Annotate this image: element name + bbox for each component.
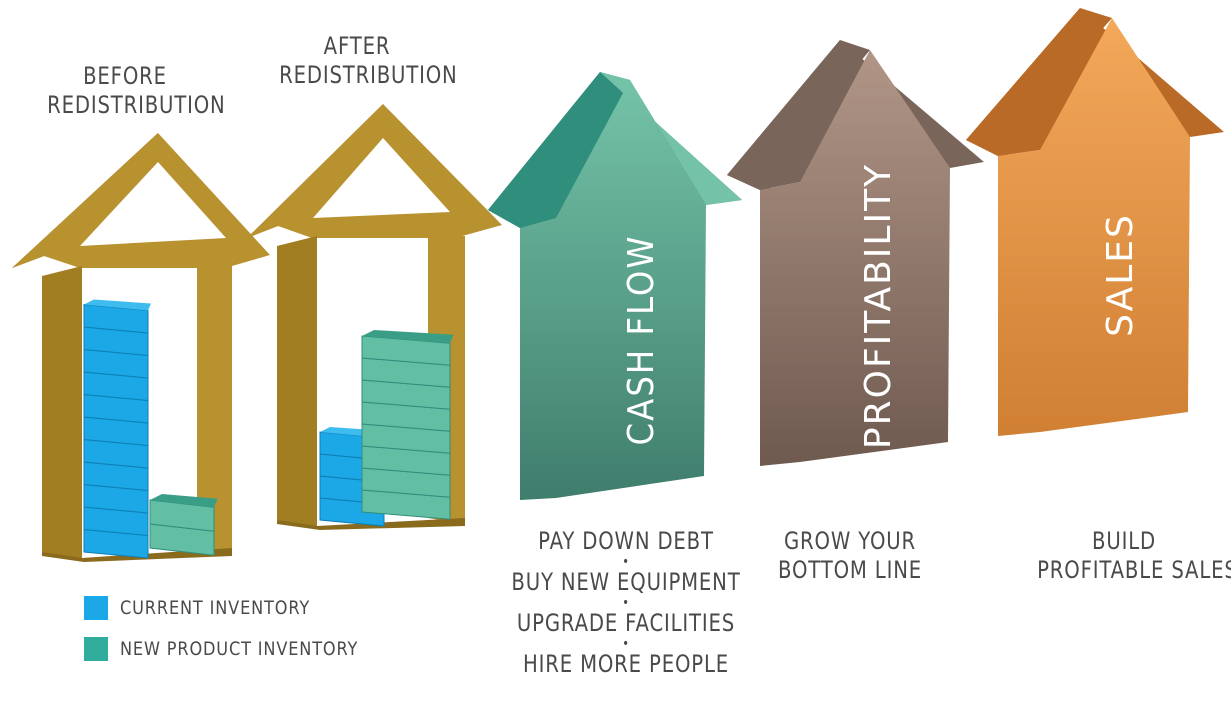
outcome-hire-more-people: HIRE MORE PEOPLE — [523, 650, 729, 678]
house-before-left-wall — [42, 266, 82, 560]
sales-arrow — [966, 8, 1224, 436]
legend-new-swatch — [84, 637, 108, 661]
house-after-new-stack — [361, 330, 454, 520]
outcome-bottom-line: BOTTOM LINE — [777, 556, 923, 584]
legend-new-label: NEW PRODUCT INVENTORY — [120, 638, 359, 660]
sales-label: SALES — [1100, 213, 1141, 337]
outcome-pay-down-debt: PAY DOWN DEBT — [538, 527, 714, 555]
house-after-title-line-1: AFTER — [323, 32, 391, 60]
cash-flow-arrow — [488, 72, 742, 500]
house-after-title-line-2: REDISTRIBUTION — [279, 61, 458, 89]
house-after-title: AFTER REDISTRIBUTION — [279, 32, 458, 90]
house-after — [247, 104, 502, 530]
legend-current-label: CURRENT INVENTORY — [120, 597, 311, 619]
outcome-buy-new-equipment: BUY NEW EQUIPMENT — [511, 568, 741, 596]
house-after-roof-hole — [313, 138, 450, 218]
house-before-new-stack — [149, 494, 218, 556]
new-inventory-block — [361, 330, 454, 366]
legend-current-swatch — [84, 596, 108, 620]
house-before-title-line-1: BEFORE — [83, 62, 167, 90]
house-before-right-wall — [197, 266, 232, 556]
house-after-left-wall — [277, 236, 317, 528]
profitability-arrow-face — [760, 50, 950, 466]
outcome-profitable-sales: PROFITABLE SALES — [1037, 556, 1231, 584]
bullet-dot: • — [622, 595, 630, 611]
cash-flow-arrow-head-top — [600, 72, 742, 205]
outcome-upgrade-facilities: UPGRADE FACILITIES — [516, 609, 736, 637]
sales-outcomes: BUILD PROFITABLE SALES — [1037, 527, 1231, 585]
bullet-dot: • — [622, 554, 630, 570]
legend-new-product-inventory: NEW PRODUCT INVENTORY — [84, 637, 400, 661]
legend-current-inventory: CURRENT INVENTORY — [84, 596, 344, 620]
profitability-label: PROFITABILITY — [858, 163, 899, 449]
outcome-build: BUILD — [1092, 527, 1156, 555]
cash-flow-label: CASH FLOW — [621, 235, 662, 446]
house-before — [12, 133, 270, 562]
sales-arrow-face — [998, 18, 1190, 436]
new-inventory-block — [149, 494, 218, 532]
bullet-dot: • — [622, 636, 630, 652]
profitability-outcomes: GROW YOUR BOTTOM LINE — [776, 527, 924, 585]
house-before-title-line-2: REDISTRIBUTION — [47, 91, 226, 119]
house-before-current-stack — [83, 299, 151, 559]
outcome-grow-your: GROW YOUR — [783, 527, 917, 555]
current-inventory-block — [83, 299, 151, 334]
house-before-roof-hole — [80, 162, 226, 246]
house-before-title: BEFORE REDISTRIBUTION — [47, 62, 226, 120]
cash-flow-outcomes: PAY DOWN DEBT • BUY NEW EQUIPMENT • UPGR… — [511, 527, 741, 679]
profitability-arrow — [727, 40, 984, 466]
cash-flow-arrow-face — [520, 80, 706, 500]
